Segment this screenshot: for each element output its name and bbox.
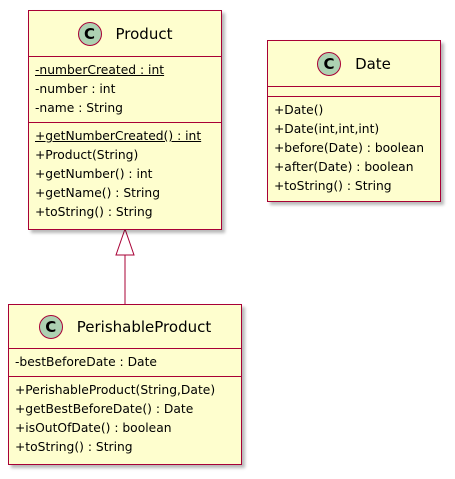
method: +getName() : String [35,186,161,200]
methods-section: +Date() +Date(int,int,int) +before(Date)… [268,97,440,200]
attribute: -name : String [35,101,123,115]
class-perishable-product[interactable]: C PerishableProduct -bestBeforeDate : Da… [8,304,242,465]
attributes-section: -bestBeforeDate : Date [9,349,241,377]
class-header: C PerishableProduct [9,305,241,349]
inheritance-arrowhead [115,227,135,256]
method: +toString() : String [274,179,392,193]
attribute: -numberCreated : int [35,63,165,77]
class-name: PerishableProduct [76,317,212,336]
method: +PerishableProduct(String,Date) [15,383,216,397]
method: +getNumberCreated() : int [35,129,202,143]
attribute: -number : int [35,82,116,96]
attributes-section [268,87,440,97]
class-c-icon: C [317,51,342,76]
method: +after(Date) : boolean [274,160,414,174]
class-date[interactable]: C Date +Date() +Date(int,int,int) +befor… [267,40,441,202]
class-name: Product [115,24,173,43]
attribute: -bestBeforeDate : Date [15,355,157,369]
method: +isOutOfDate() : boolean [15,421,172,435]
method: +before(Date) : boolean [274,141,424,155]
class-c-icon: C [77,21,102,46]
method: +toString() : String [35,205,153,219]
method: +Date(int,int,int) [274,122,380,136]
class-c-icon: C [38,314,63,339]
class-header: C Date [268,41,440,87]
method: +Date() [274,103,324,117]
methods-section: +getNumberCreated() : int +Product(Strin… [29,123,221,226]
class-product[interactable]: C Product -numberCreated : int -number :… [28,10,222,230]
method: +getBestBeforeDate() : Date [15,402,194,416]
method: +toString() : String [15,440,133,454]
methods-section: +PerishableProduct(String,Date) +getBest… [9,377,241,461]
method: +Product(String) [35,148,139,162]
method: +getNumber() : int [35,167,153,181]
class-header: C Product [29,11,221,57]
class-name: Date [355,54,391,73]
attributes-section: -numberCreated : int -number : int -name… [29,57,221,123]
